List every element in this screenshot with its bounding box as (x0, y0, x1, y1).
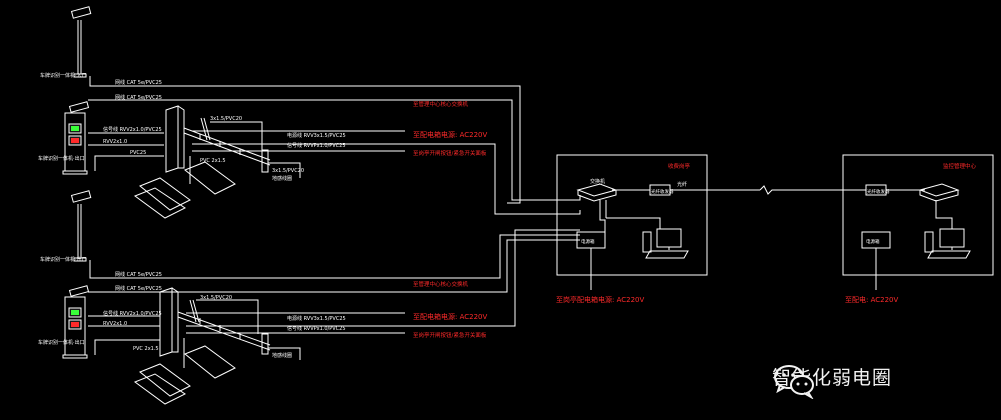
lower-red-button: 至岗亭开闸按钮/紧急开关面板 (413, 331, 487, 339)
link-label: 光纤 (677, 181, 687, 188)
upper-terminal-indicator (71, 138, 79, 143)
lower-camera-label: 车牌识别一体机·出口 (40, 256, 87, 263)
lower-cable-rvv-b: RVV2x1.0 (103, 321, 127, 327)
upper-red-power: 至配电箱电源: AC220V (413, 130, 487, 139)
lower-cable-rvv-a: 信号线 RVV2x1.0/PVC25 (103, 310, 162, 317)
lower-cable-sig-1: 电源线 RVV3x1.5/PVC25 (287, 315, 346, 322)
upper-cable-top: 网线 CAT 5e/PVC25 (115, 79, 162, 86)
upper-cable-rvv-a: 信号线 RVV2x1.0/PVC25 (103, 126, 162, 133)
center-title: 监控管理中心 (943, 162, 977, 170)
lower-cable-loop: PVC 2x1.5 (133, 346, 159, 352)
upper-ground-loops (133, 161, 236, 219)
upper-gate-note-2: 3x1.5/PVC20 (272, 168, 304, 174)
booth-power-box-label: 电源箱 (581, 238, 595, 245)
watermark: 智能化弱电圈 (772, 363, 892, 399)
booth-converter-label: 光纤收发器 (651, 188, 674, 195)
lower-terminal-display (71, 310, 79, 315)
upper-terminal (62, 101, 90, 175)
upper-cable-sig-2: 信号线 RVVPx1.0/PVC25 (287, 142, 346, 149)
center-power-note: 至配电: AC220V (845, 295, 898, 304)
wechat-icon (774, 365, 814, 399)
booth-power-note: 至岗亭配电箱电源: AC220V (556, 295, 644, 304)
upper-lane (62, 6, 581, 219)
upper-cable-sig-1: 电源线 RVV3x1.5/PVC25 (287, 132, 346, 139)
upper-camera-label: 车牌识别一体机·入口 (40, 72, 87, 79)
upper-red-net: 至管理中心核心交换机 (413, 100, 469, 108)
control-center (842, 154, 994, 290)
lower-gate-note-3: 地感线圈 (272, 352, 292, 359)
center-power-box-label: 电源箱 (866, 238, 880, 245)
booth-switch-label: 交换机 (590, 178, 605, 185)
upper-camera-pole (70, 6, 92, 78)
upper-barrier-gate (165, 105, 271, 173)
upper-gate-note: 3x1.5/PVC20 (210, 116, 242, 122)
lower-red-net: 至管理中心核心交换机 (413, 280, 469, 288)
upper-red-button: 至岗亭开闸按钮/紧急开关面板 (413, 149, 487, 157)
lower-terminal (62, 285, 90, 359)
upper-cable-top-2: 网线 CAT 5e/PVC25 (115, 94, 162, 101)
upper-gate-note-3: 地感线圈 (272, 175, 292, 182)
booth (556, 154, 760, 290)
booth-title: 收费岗亭 (668, 162, 691, 170)
lower-terminal-indicator (71, 322, 79, 327)
upper-cable-pvc: PVC25 (130, 150, 146, 156)
lower-cable-sig-2: 信号线 RVVPx1.0/PVC25 (287, 325, 346, 332)
upper-terminal-display (71, 126, 79, 131)
lower-red-power: 至配电箱电源: AC220V (413, 312, 487, 321)
lower-lane (62, 190, 580, 405)
booth-switch (576, 183, 618, 202)
lower-ground-loops (133, 345, 236, 405)
lower-camera-pole (70, 190, 92, 262)
lower-cable-top-2: 网线 CAT 5e/PVC25 (115, 285, 162, 292)
center-switch (918, 183, 960, 202)
upper-cable-rvv-b: RVV2x1.0 (103, 139, 127, 145)
upper-terminal-label: 车牌识别一体机·出口 (38, 155, 85, 162)
lower-gate-note: 3x1.5/PVC20 (200, 295, 232, 301)
center-converter-label: 光纤收发器 (867, 188, 890, 195)
center-pc (924, 200, 971, 259)
booth-pc (605, 200, 689, 259)
lower-terminal-label: 车牌识别一体机·出口 (38, 339, 85, 346)
lower-barrier-gate (159, 287, 271, 357)
lower-cable-top: 网线 CAT 5e/PVC25 (115, 271, 162, 278)
fiber-link (759, 185, 866, 195)
upper-cable-loop: PVC 2x1.5 (200, 158, 226, 164)
